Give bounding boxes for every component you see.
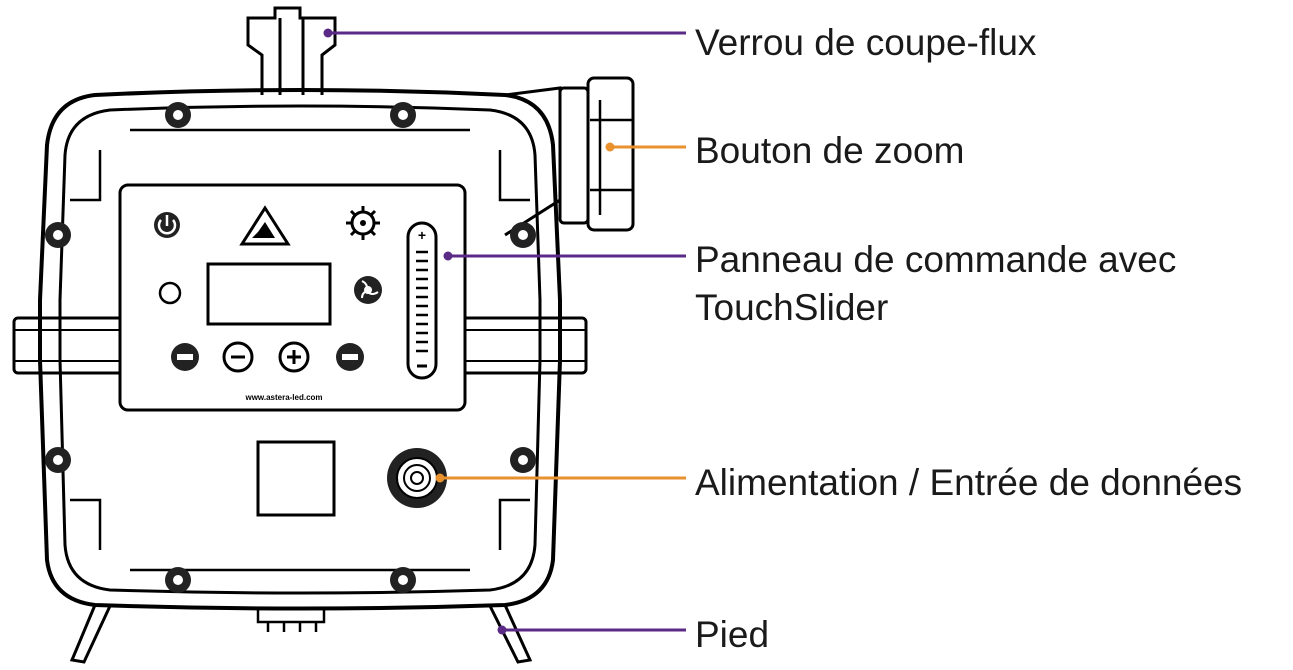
callout-dot-power-data: [435, 473, 445, 483]
menu-button-right: [336, 343, 364, 371]
screw: [45, 447, 71, 473]
menu-button-left: [171, 343, 199, 371]
logo-triangle-icon: [239, 205, 291, 246]
callout-label-barndoor-lock: Verrou de coupe-flux: [695, 22, 1037, 63]
callout-dot-barndoor-lock: [323, 28, 333, 38]
screw: [510, 447, 536, 473]
screw: [390, 567, 416, 593]
callout-labels: Verrou de coupe-flux Bouton de zoom Pann…: [695, 22, 1242, 655]
callout-dot-control-panel: [443, 251, 453, 261]
barndoor-lock-part: [246, 6, 337, 95]
minus-icon: [222, 341, 254, 373]
zoom-knob-part: [504, 76, 635, 237]
screw: [165, 102, 191, 128]
control-panel-part: +: [118, 183, 467, 412]
foot-part: [69, 604, 533, 664]
screw: [165, 567, 191, 593]
screw: [510, 222, 536, 248]
svg-text:+: +: [418, 227, 426, 243]
screws: [45, 102, 536, 593]
plus-icon: [278, 341, 310, 373]
display-screen: [206, 262, 332, 326]
website-text: www.astera-led.com: [244, 393, 322, 402]
fan-icon: [354, 276, 382, 304]
label-plate: [256, 440, 336, 517]
callout-dot-zoom-knob: [605, 142, 615, 152]
power-icon: [154, 212, 180, 238]
callout-label-control-panel-line2: TouchSlider: [695, 287, 888, 328]
callout-label-zoom-knob: Bouton de zoom: [695, 130, 964, 171]
callout-label-power-data: Alimentation / Entrée de données: [695, 462, 1242, 503]
power-data-connector: [387, 448, 447, 508]
screw: [390, 102, 416, 128]
screw: [45, 222, 71, 248]
status-led: [158, 281, 182, 305]
callout-label-control-panel: Panneau de commande avec: [695, 239, 1176, 280]
gear-icon: [346, 206, 380, 240]
touch-slider: +: [406, 221, 438, 380]
callout-label-foot: Pied: [695, 614, 769, 655]
callout-lines: [323, 28, 686, 635]
callout-dot-foot: [497, 625, 507, 635]
